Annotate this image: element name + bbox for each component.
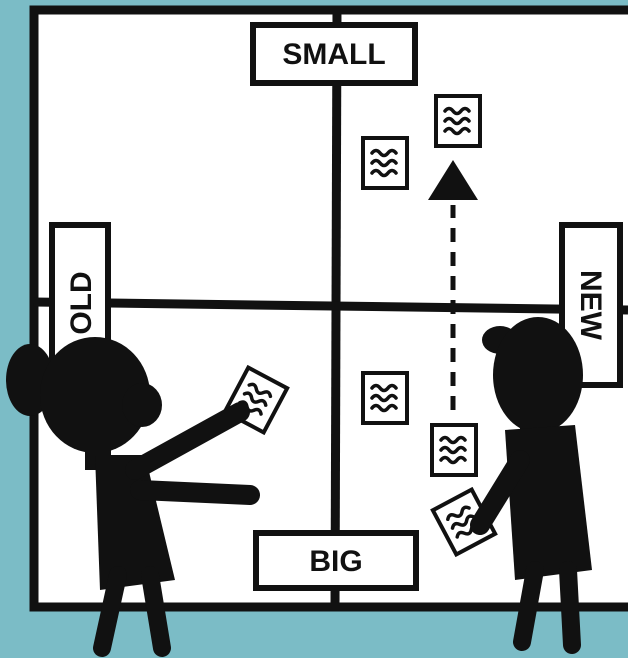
axis-label-big: BIG (253, 530, 419, 591)
axis-label-new-text: NEW (574, 270, 607, 341)
horizontal-axis (33, 297, 628, 315)
axis-label-big-text: BIG (309, 545, 362, 578)
axis-label-old-text: OLD (65, 271, 98, 334)
sticky-note-icon (361, 136, 409, 190)
sticky-note-icon (434, 94, 482, 148)
axis-label-new: NEW (559, 222, 623, 388)
man-figure-icon (470, 317, 592, 654)
axis-label-small-text: SMALL (282, 38, 385, 71)
sticky-note-icon (430, 423, 478, 477)
dashed-up-arrow-icon (428, 160, 478, 410)
quadrant-axes (33, 9, 628, 608)
woman-figure-icon (6, 337, 260, 657)
axis-label-small: SMALL (250, 22, 418, 86)
sticky-note-icon (361, 371, 409, 425)
